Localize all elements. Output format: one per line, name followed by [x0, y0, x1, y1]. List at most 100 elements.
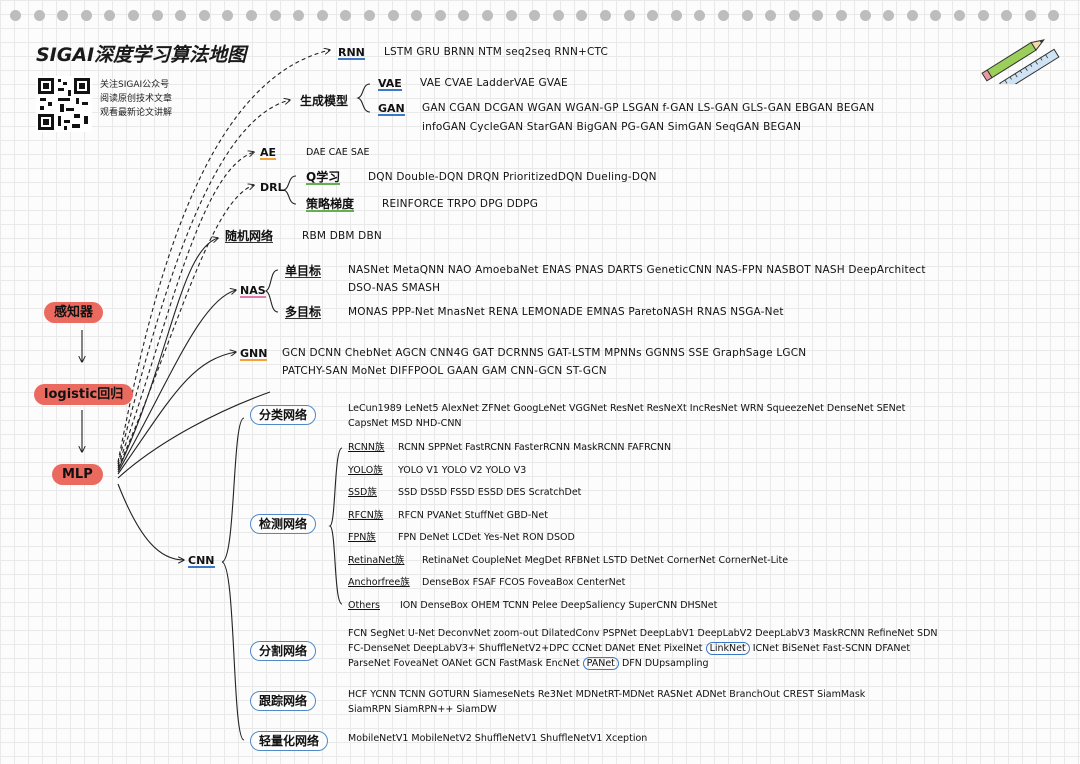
segmentation-models-1: FCN SegNet U-Net DeconvNet zoom-out Dila… [348, 628, 938, 639]
cnn-tracking: 跟踪网络 [250, 691, 317, 711]
binding-hole [104, 10, 116, 21]
binding-hole [718, 10, 729, 21]
brace-nas [264, 269, 279, 313]
binding-hole [529, 10, 541, 21]
brace-drl [282, 175, 297, 205]
branch-gnn: GNN [240, 347, 268, 361]
binding-hole [151, 10, 163, 21]
brace-cnn [221, 417, 245, 741]
detection-family-label: SSD族 [348, 487, 377, 498]
brace-generative [356, 83, 371, 113]
binding-hole [246, 10, 257, 21]
binding-hole [1048, 10, 1060, 21]
gan-models-1: GAN CGAN DCGAN WGAN WGAN-GP LSGAN f-GAN … [422, 102, 875, 114]
binding-hole [316, 10, 328, 21]
binding-hole [458, 10, 470, 21]
detection-family-models: RetinaNet CoupleNet MegDet RFBNet LSTD D… [422, 554, 789, 566]
nas-multi-models: MONAS PPP-Net MnasNet RENA LEMONADE EMNA… [348, 306, 784, 318]
binding-hole [576, 10, 588, 21]
branch-generative: 生成模型 [300, 94, 349, 108]
binding-hole [623, 10, 635, 21]
branch-ae: AE [260, 146, 277, 160]
ruler-icon [999, 48, 1060, 84]
root-mlp: MLP [52, 464, 103, 485]
root-logistic: logistic回归 [34, 384, 134, 405]
tracking-models-2: SiamRPN SiamRPN++ SiamDW [348, 704, 497, 715]
detection-family-label: RetinaNet族 [348, 554, 405, 566]
qr-note: 关注SIGAI公众号 阅读原创技术文章 观看最新论文讲解 [100, 78, 172, 120]
generative-vae: VAE [378, 77, 402, 91]
binding-hole [293, 10, 305, 21]
pencil-icon [981, 39, 1060, 84]
q-learning-models: DQN Double-DQN DRQN PrioritizedDQN Dueli… [368, 171, 657, 183]
classification-models-2: CapsNet MSD NHD-CNN [348, 418, 462, 429]
page-title: SIGAI深度学习算法地图 [36, 44, 247, 66]
binding-hole [552, 10, 564, 21]
binding-hole [80, 10, 92, 21]
binding-hole [694, 10, 706, 21]
generative-gan: GAN [378, 102, 405, 116]
tracking-models-1: HCF YCNN TCNN GOTURN SiameseNets Re3Net … [348, 689, 866, 700]
binding-hole [411, 10, 423, 21]
nas-single-objective: 单目标 [285, 264, 322, 278]
detection-family-models: RFCN PVANet StuffNet GBD-Net [398, 509, 548, 521]
binding-hole [1001, 10, 1013, 21]
binding-hole [741, 10, 753, 21]
nas-multi-objective: 多目标 [285, 305, 322, 319]
binding-hole [364, 10, 375, 21]
drl-q-learning: Q学习 [306, 170, 341, 185]
detection-family-label: Others [348, 599, 380, 611]
cnn-lightweight: 轻量化网络 [250, 731, 329, 751]
binding-hole [859, 10, 871, 21]
detection-family-label: Anchorfree族 [348, 577, 410, 588]
cnn-classification: 分类网络 [250, 405, 317, 425]
branch-nas: NAS [240, 284, 266, 298]
binding-hole [434, 10, 446, 21]
binding-hole [954, 10, 965, 21]
branch-rnn: RNN [338, 46, 365, 60]
binding-hole [33, 10, 45, 21]
binding-hole [788, 10, 800, 21]
random-network-models: RBM DBM DBN [302, 230, 382, 242]
segmentation-models-2: FC-DenseNet DeepLabV3+ ShuffleNetV2+DPC … [348, 642, 911, 655]
binding-hole [340, 10, 352, 21]
policy-gradient-models: REINFORCE TRPO DPG DDPG [382, 198, 539, 210]
gan-models-2: infoGAN CycleGAN StarGAN BigGAN PG-GAN S… [422, 121, 802, 133]
binding-hole [670, 10, 682, 21]
segmentation-list: ParseNet FoveaNet OANet GCN FastMask Enc… [348, 658, 580, 669]
rnn-models: LSTM GRU BRNN NTM seq2seq RNN+CTC [384, 46, 609, 58]
gnn-models-2: PATCHY-SAN MoNet DIFFPOOL GAAN GAM CNN-G… [282, 365, 607, 377]
brace-detection [328, 447, 343, 605]
binding-hole [482, 10, 493, 21]
detection-family-models: RCNN SPPNet FastRCNN FasterRCNN MaskRCNN… [398, 442, 672, 453]
binding-hole [505, 10, 517, 21]
detection-family-label: RFCN族 [348, 509, 384, 521]
qr-code-icon [36, 76, 92, 132]
ae-models: DAE CAE SAE [306, 147, 370, 158]
binding-hole [765, 10, 777, 21]
binding-hole [387, 10, 399, 21]
detection-family-label: YOLO族 [348, 464, 383, 476]
binding-hole [600, 10, 611, 21]
segmentation-models-3: ParseNet FoveaNet OANet GCN FastMask Enc… [348, 657, 709, 670]
segmentation-highlight: LinkNet [705, 642, 750, 655]
binding-hole [1024, 10, 1036, 21]
qr-note-line: 关注SIGAI公众号 [100, 80, 170, 90]
cnn-segmentation: 分割网络 [250, 641, 317, 661]
lightweight-models: MobileNetV1 MobileNetV2 ShuffleNetV1 Shu… [348, 733, 648, 744]
binding-hole [10, 10, 21, 21]
detection-family-models: SSD DSSD FSSD ESSD DES ScratchDet [398, 487, 582, 498]
gnn-models-1: GCN DCNN ChebNet AGCN CNN4G GAT DCRNNS G… [282, 347, 807, 359]
segmentation-list: ICNet BiSeNet Fast-SCNN DFANet [752, 643, 911, 654]
binding-hole [128, 10, 139, 21]
classification-models-1: LeCun1989 LeNet5 AlexNet ZFNet GoogLeNet… [348, 403, 906, 414]
detection-family-models: YOLO V1 YOLO V2 YOLO V3 [398, 464, 527, 476]
binding-hole [175, 10, 187, 21]
binding-hole [647, 10, 659, 21]
qr-note-line: 观看最新论文讲解 [100, 108, 173, 118]
root-perceptron: 感知器 [44, 302, 104, 323]
detection-family-label: RCNN族 [348, 442, 385, 453]
segmentation-list: FC-DenseNet DeepLabV3+ ShuffleNetV2+DPC … [348, 643, 703, 654]
binding-hole [977, 10, 989, 21]
branch-random-networks: 随机网络 [225, 229, 274, 243]
